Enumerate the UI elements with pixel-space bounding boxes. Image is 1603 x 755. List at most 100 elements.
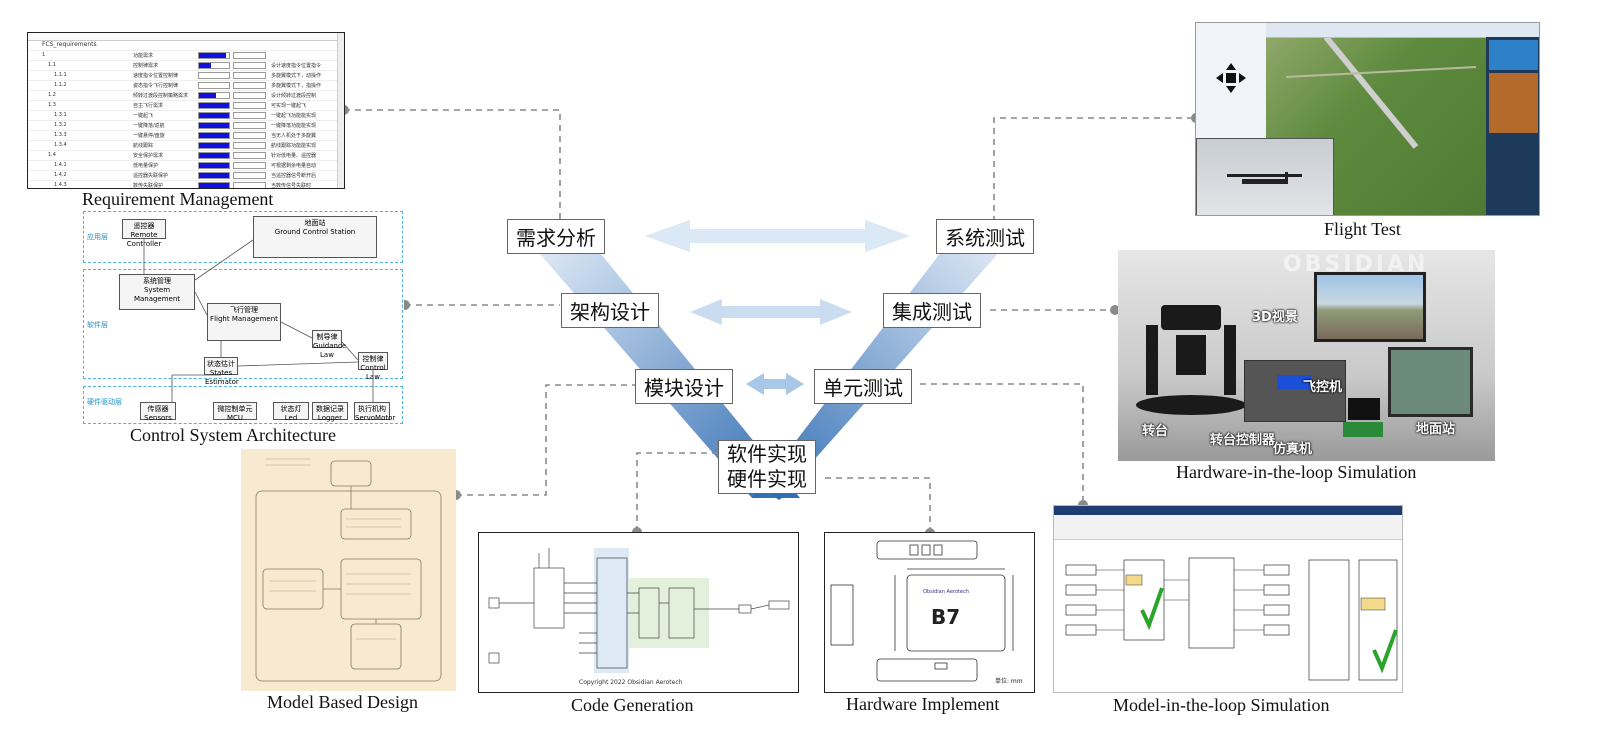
requirement-summary: 数传失联保护 <box>133 183 164 189</box>
requirement-id: 1.3 <box>48 102 56 108</box>
verification-bar <box>233 102 266 109</box>
requirements-root[interactable]: FCS_requirements <box>28 41 344 51</box>
caption-hardware-impl: Hardware Implement <box>846 694 1000 714</box>
requirement-id: 1.4.2 <box>54 172 67 178</box>
implementation-bar-fill <box>199 93 216 98</box>
requirement-summary: 速度指令位置控制律 <box>133 73 179 79</box>
states-cn: 状态估计 <box>207 360 235 368</box>
requirement-summary: 姿态指令飞行控制律 <box>133 83 179 89</box>
hil-callout-label: 3D视景 <box>1252 310 1298 325</box>
sysmgmt-en: System Management <box>133 286 181 303</box>
requirement-summary: 功能需求 <box>133 53 154 59</box>
gcs-top-bar <box>1266 23 1539 38</box>
arrow-integration <box>690 299 852 325</box>
requirements-scrollbar[interactable] <box>337 33 344 188</box>
requirement-id: 1.4.3 <box>54 182 67 188</box>
requirement-summary: 一键悬停/盘旋 <box>133 133 165 139</box>
flight-controller-unit <box>1348 398 1380 420</box>
controller-box <box>1244 360 1346 422</box>
flight-test-screenshot <box>1195 22 1540 216</box>
mil-toolbar[interactable] <box>1054 515 1402 540</box>
requirement-summary: 航线跟踪 <box>133 143 154 149</box>
verification-bar <box>233 142 266 149</box>
implementation-bar <box>198 162 230 169</box>
requirement-id: 1.2 <box>48 92 56 98</box>
implementation-bar <box>198 102 230 109</box>
requirement-description: 航线跟踪功能能实现 <box>271 143 317 149</box>
requirement-description: 设计倾转过渡段控制 <box>271 93 317 99</box>
stateflow-diagram <box>255 458 442 682</box>
turntable <box>1136 295 1246 415</box>
hw-box-cn: 传感器 <box>147 405 169 413</box>
requirement-id: 1.4.1 <box>54 162 67 168</box>
layer-hardware <box>83 386 403 424</box>
requirement-id: 1.1.2 <box>54 82 67 88</box>
requirements-header <box>28 33 344 41</box>
requirement-description: 一键降落功能能实现 <box>271 123 317 129</box>
requirement-description: 设计速度指令位置指令 <box>271 63 322 69</box>
implementation-bar-fill <box>199 53 226 58</box>
dpad-icon[interactable] <box>1216 63 1246 93</box>
verification-bar <box>233 112 266 119</box>
verification-bar <box>233 52 266 59</box>
requirement-row[interactable]: 1 功能需求 <box>28 51 344 61</box>
code-gen-copyright: Copyright 2022 Obsidian Aerotech <box>579 679 683 686</box>
mil-ribbon[interactable] <box>1054 506 1402 515</box>
requirement-description: 当遥控器信号断开后 <box>271 173 317 179</box>
implementation-bar <box>198 92 230 99</box>
requirement-summary: 控制律需求 <box>133 63 159 69</box>
hardware-unit: 单位: mm <box>995 678 1023 685</box>
caption-code-gen: Code Generation <box>571 695 694 715</box>
implementation-bar-fill <box>199 103 229 108</box>
requirement-summary: 安全保护需求 <box>133 153 164 159</box>
implementation-bar <box>198 122 230 129</box>
requirement-summary: 一键降落/返航 <box>133 123 165 129</box>
sysmgmt-cn: 系统管理 <box>143 277 171 285</box>
implementation-bar <box>198 152 230 159</box>
architecture-links <box>143 239 374 402</box>
requirement-id: 1.3.4 <box>54 142 67 148</box>
implementation-bar <box>198 132 230 139</box>
hw-box-en: MCU <box>226 414 244 422</box>
flightmgmt-en: Flight Management <box>210 315 278 323</box>
verification-bar <box>233 122 266 129</box>
flightmgmt-cn: 飞行管理 <box>230 306 258 314</box>
caption-hil: Hardware-in-the-loop Simulation <box>1176 462 1417 482</box>
implementation-bar <box>198 72 230 79</box>
hardware-implement-image: B7 Obsidian Aerotech 单位: mm <box>824 532 1035 693</box>
implementation-bar <box>198 172 230 179</box>
label-hardware-impl: 硬件实现 <box>727 467 807 491</box>
layer-label-hardware: 硬件驱动层 <box>87 398 122 406</box>
implementation-bar <box>198 62 230 69</box>
hw-box-en: Led <box>284 414 298 422</box>
implementation-bar <box>198 52 230 59</box>
implementation-bar-fill <box>199 153 229 158</box>
gcs-cn: 地面站 <box>304 219 326 227</box>
laptop-ground-station <box>1388 347 1473 417</box>
requirement-row[interactable]: 1.3.4 航线跟踪 航线跟踪功能能实现 <box>28 141 344 151</box>
label-integration-test: 集成测试 <box>883 293 981 328</box>
gcs-en: Ground Control Station <box>274 228 356 236</box>
label-module-design: 模块设计 <box>635 369 733 404</box>
requirement-id: 1 <box>42 52 46 58</box>
gcs-left-panel <box>1196 23 1267 138</box>
hw-box-cn: 数据记录 <box>316 405 344 413</box>
model-based-design-image <box>241 449 456 691</box>
